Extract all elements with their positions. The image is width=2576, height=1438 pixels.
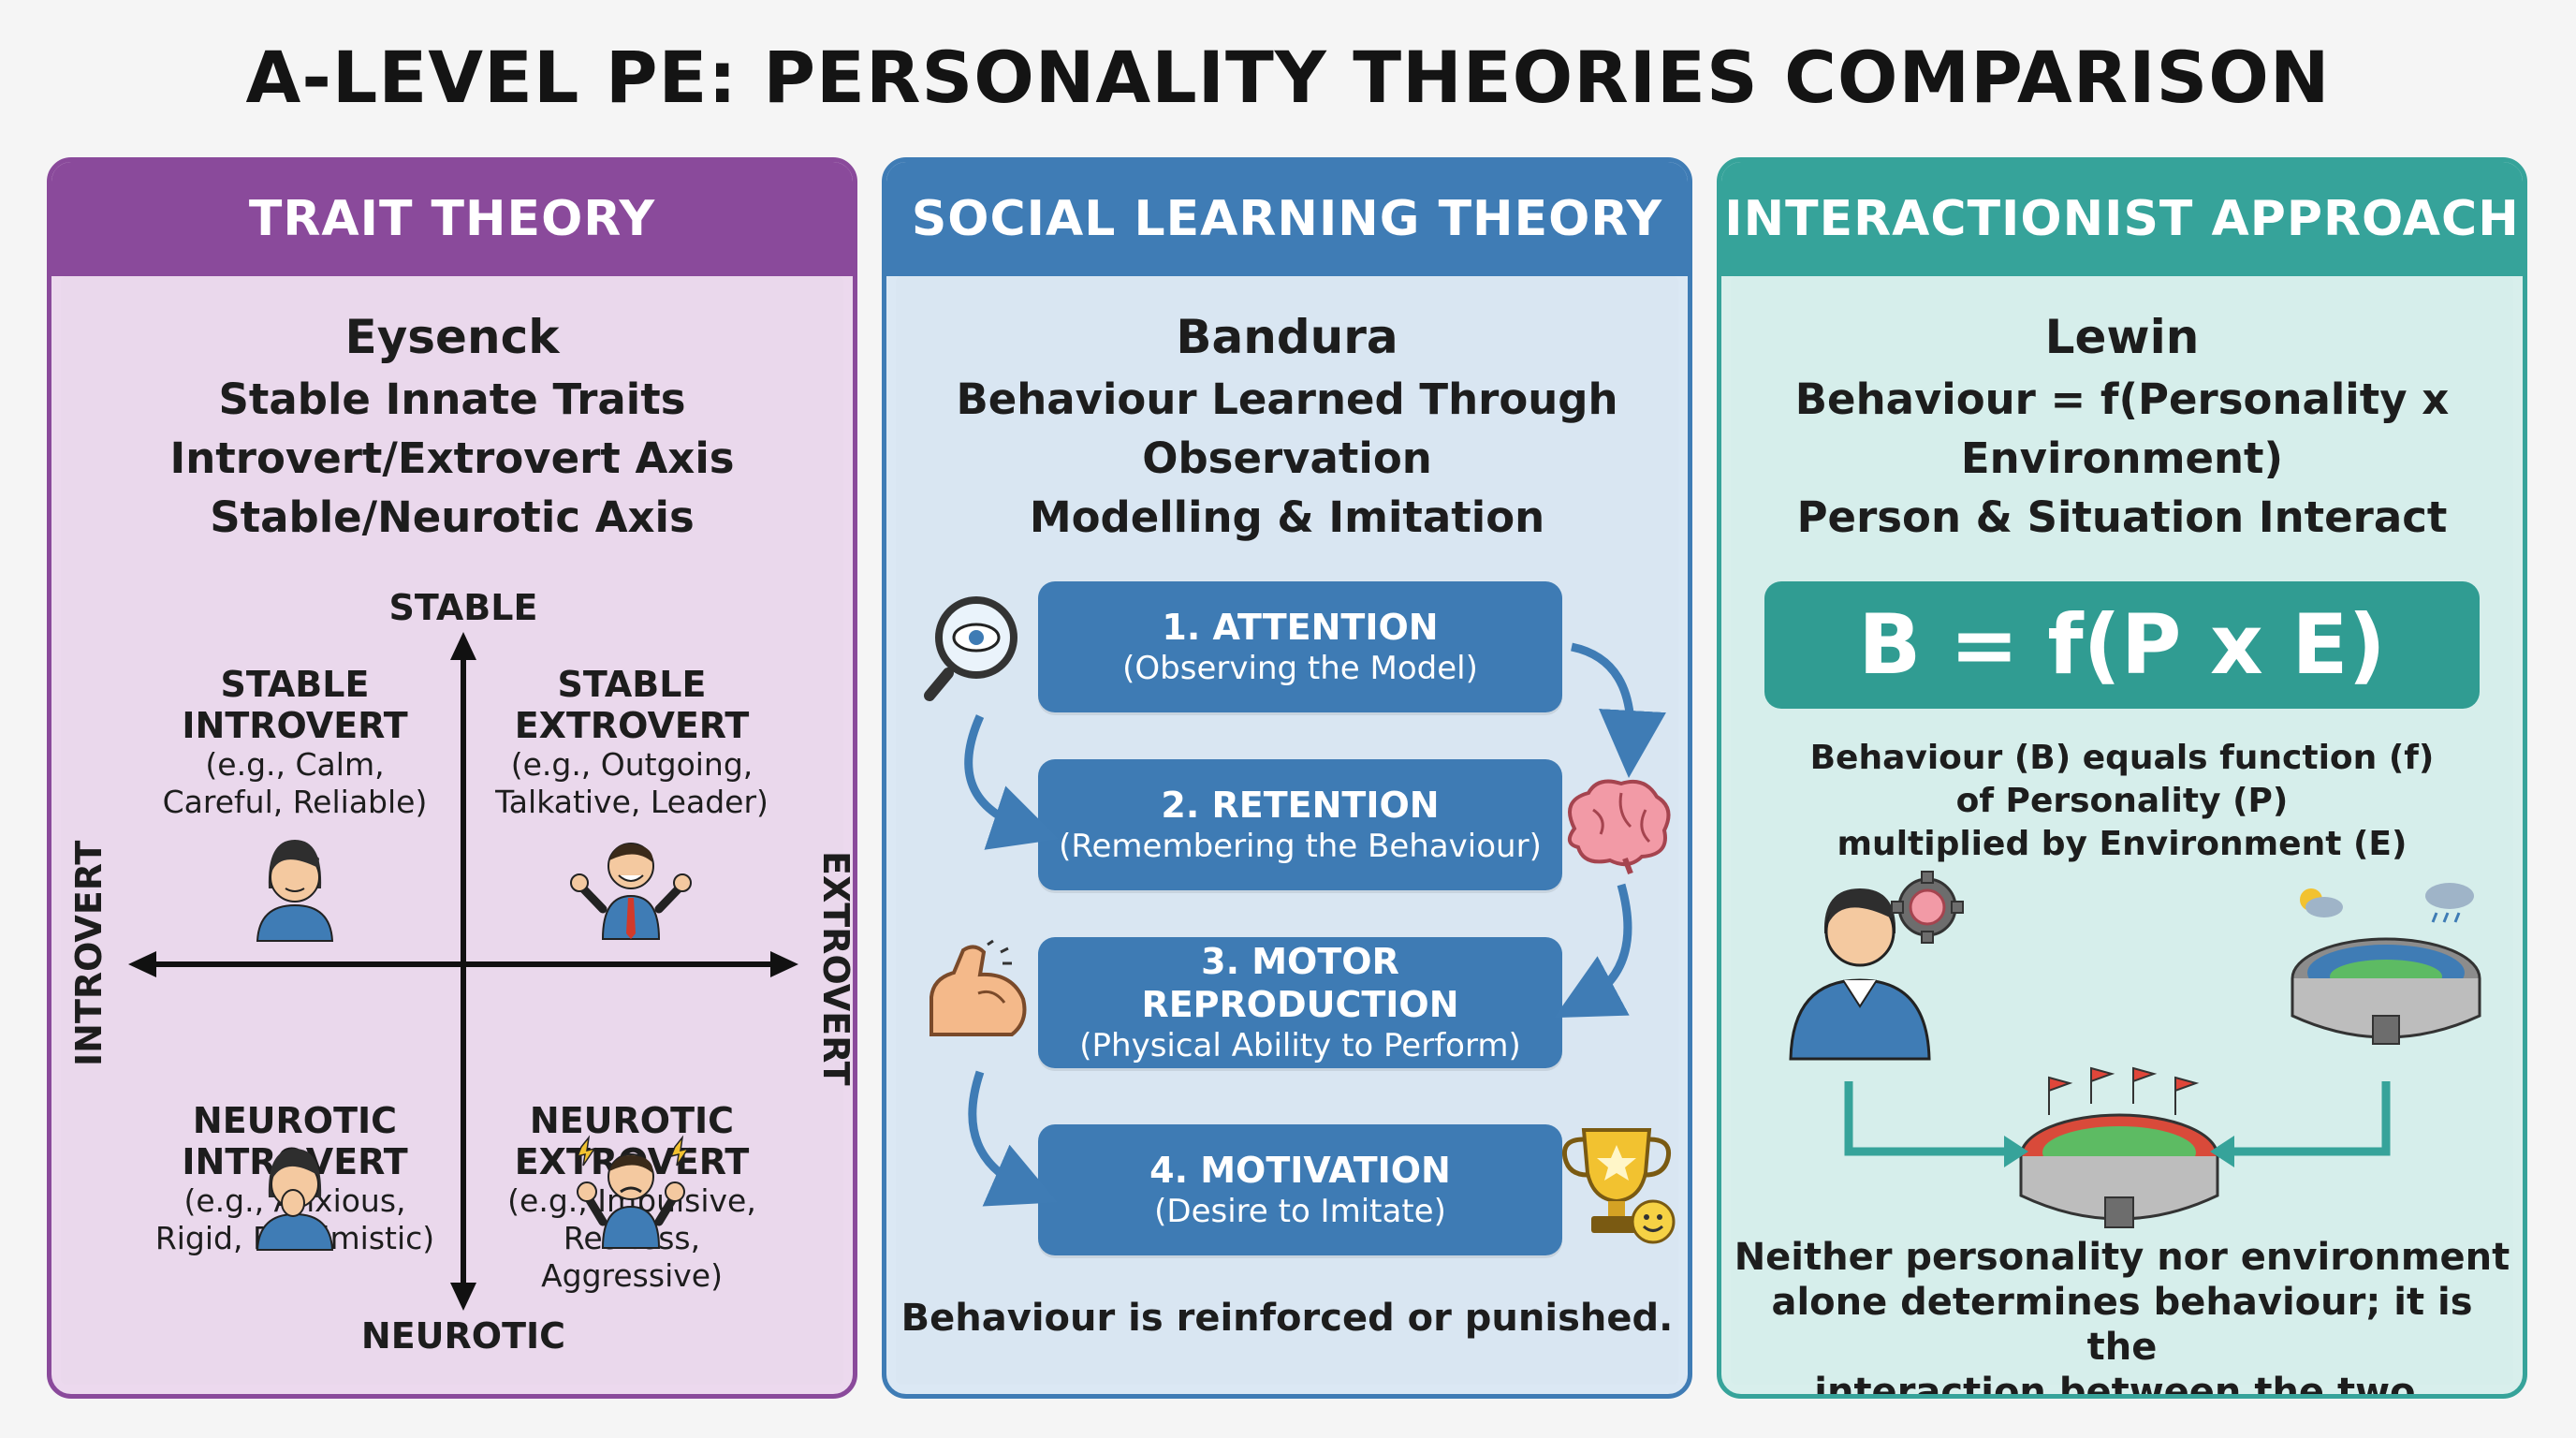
trait-line-3: Stable/Neurotic Axis [210,492,695,542]
social-learning-panel: SOCIAL LEARNING THEORY Bandura Behaviour… [882,157,1692,1399]
explanation-line: multiplied by Environment (E) [1837,825,2408,863]
trait-line-2: Introvert/Extrovert Axis [169,433,735,483]
step-subtitle: (Remembering the Behaviour) [1059,828,1542,865]
step-title: 4. MOTIVATION [1149,1150,1451,1191]
quadrant-example: (e.g., Calm, [205,746,385,783]
trait-theorist: Eysenck [344,310,560,364]
step-attention: 1. ATTENTION (Observing the Model) [1038,581,1562,712]
anxious-person-icon [256,1149,334,1251]
interactionist-body: Lewin Behaviour = f(Personality x Enviro… [1731,276,2513,1394]
conclusion-line: interaction between the two. [1814,1371,2430,1399]
axis-label-introvert: INTROVERT [68,840,110,1066]
interact-line-2: Environment) [1960,433,2284,483]
reinforcement-note: Behaviour is reinforced or punished. [900,1297,1674,1340]
quadrant-stable-introvert: STABLE INTROVERT (e.g., Calm, Careful, R… [136,664,454,821]
trait-theory-body: Eysenck Stable Innate Traits Introvert/E… [61,276,853,1385]
interact-line-3: Person & Situation Interact [1796,492,2448,542]
quadrant-title: NEUROTIC [192,1100,398,1141]
social-theorist: Bandura [1176,310,1398,364]
magnifying-glass-icon [924,596,1017,701]
interaction-arrows [1844,1081,2391,1167]
quadrant-title: STABLE [557,664,707,705]
social-learning-body: Bandura Behaviour Learned Through Observ… [896,276,1678,1385]
interaction-conclusion: Neither personality nor environment alon… [1731,1235,2513,1399]
trophy-smiley-icon [1561,1128,1676,1244]
step-subtitle: (Desire to Imitate) [1154,1193,1446,1230]
axis-label-extrovert: EXTROVERT [815,851,856,1086]
interactionist-heading: INTERACTIONIST APPROACH [1721,162,2523,276]
axis-label-stable: STABLE [388,587,538,628]
social-line-3: Modelling & Imitation [1029,492,1545,542]
quadrant-example: (e.g., Outgoing, [510,746,754,783]
explanation-line: Behaviour (B) equals function (f) [1809,739,2435,777]
social-line-2: Observation [1142,433,1432,483]
axis-label-neurotic: NEUROTIC [360,1315,566,1357]
step-motor-reproduction: 3. MOTOR REPRODUCTION (Physical Ability … [1038,937,1562,1068]
interact-theorist: Lewin [2044,310,2200,364]
conclusion-line: alone determines behaviour; it is the [1771,1281,2473,1369]
quadrant-title: INTROVERT [182,705,408,746]
trait-theory-panel: TRAIT THEORY Eysenck Stable Innate Trait… [47,157,857,1399]
step-title: 3. MOTOR REPRODUCTION [1141,941,1459,1025]
step-retention: 2. RETENTION (Remembering the Behaviour) [1038,759,1562,890]
stadium-weather-icon [2291,883,2481,1045]
step-title: 2. RETENTION [1161,785,1440,826]
step-subtitle: (Observing the Model) [1122,650,1478,687]
stadium-interaction-icon [2019,1066,2219,1228]
flexed-arm-icon [929,939,1027,1036]
trait-theory-heading: TRAIT THEORY [51,162,853,276]
quadrant-example: Careful, Reliable) [162,784,428,820]
social-line-1: Behaviour Learned Through [956,374,1618,424]
trait-axes [128,632,798,1311]
trait-line-1: Stable Innate Traits [218,374,686,424]
step-subtitle: (Physical Ability to Perform) [1079,1027,1521,1064]
lewin-formula: B = f(P x E) [1764,581,2480,709]
quadrant-title: EXTROVERT [514,705,750,746]
step-motivation: 4. MOTIVATION (Desire to Imitate) [1038,1124,1562,1255]
quadrant-title: NEUROTIC [529,1100,735,1141]
page-title: A-LEVEL PE: PERSONALITY THEORIES COMPARI… [245,36,2331,119]
aggressive-person-icon [576,1135,690,1249]
quadrant-example: Talkative, Leader) [495,784,768,820]
conclusion-line: Neither personality nor environment [1734,1236,2510,1279]
process-arrows [964,642,1666,1207]
person-with-brain-gear-icon [1789,871,1964,1061]
interact-line-1: Behaviour = f(Personality x [1794,374,2450,424]
social-learning-heading: SOCIAL LEARNING THEORY [886,162,1688,276]
interactionist-panel: INTERACTIONIST APPROACH Lewin Behaviour … [1717,157,2527,1399]
calm-person-icon [256,840,334,942]
formula-explanation: Behaviour (B) equals function (f) of Per… [1731,737,2513,866]
brain-icon [1567,779,1671,875]
quadrant-stable-extrovert: STABLE EXTROVERT (e.g., Outgoing, Talkat… [473,664,791,821]
quadrant-title: STABLE [220,664,370,705]
step-title: 1. ATTENTION [1162,607,1439,648]
outgoing-person-icon [570,843,692,940]
explanation-line: of Personality (P) [1955,782,2289,820]
